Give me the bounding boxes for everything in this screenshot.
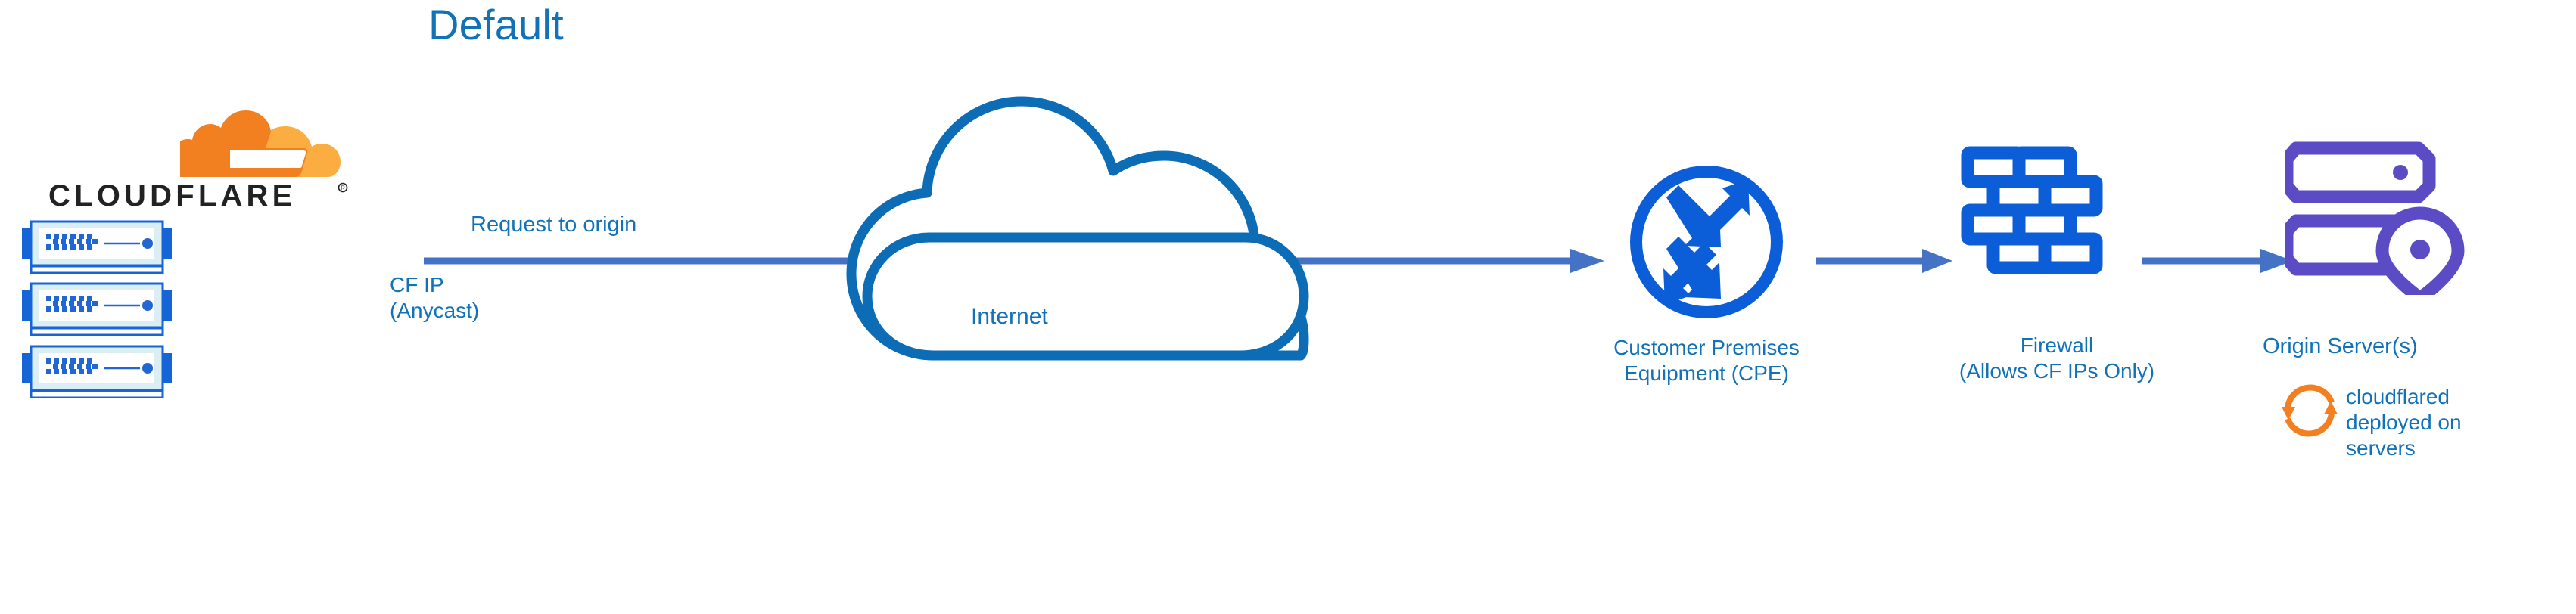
firewall-label: Firewall (Allows CF IPs Only) xyxy=(1898,333,2216,384)
cloudflare-cloud-icon xyxy=(180,110,341,177)
cpe-label: Customer Premises Equipment (CPE) xyxy=(1551,335,1862,386)
internet-label: Internet xyxy=(971,304,1048,329)
cloudflare-wordmark-text: CLOUDFLARE xyxy=(48,180,297,212)
origin-server-label: Origin Server(s) xyxy=(2263,334,2418,358)
cf-ip-line-1: CF IP xyxy=(390,273,444,296)
cf-ip-line-2: (Anycast) xyxy=(390,299,480,322)
arrow-cpe-to-firewall xyxy=(1816,249,1952,273)
arrow-firewall-to-origin xyxy=(2142,249,2293,273)
cpe-label-line-1: Customer Premises xyxy=(1613,336,1800,359)
router-icon xyxy=(1630,166,1783,318)
sync-arrows-icon xyxy=(2282,384,2338,437)
page-title: Default xyxy=(428,1,564,48)
cf-ip-label: CF IP (Anycast) xyxy=(390,272,479,324)
cf-server-unit xyxy=(22,345,172,398)
cloudflared-line-2: deployed on xyxy=(2346,411,2462,434)
cloudflared-line-3: servers xyxy=(2346,436,2416,460)
firewall-label-line-2: (Allows CF IPs Only) xyxy=(1958,359,2155,383)
cloudflared-line-1: cloudflared xyxy=(2346,385,2450,408)
firewall-label-line-1: Firewall xyxy=(2020,333,2094,357)
cf-server-unit xyxy=(22,282,172,336)
cloudflare-logo: CLOUDFLARE R xyxy=(45,98,356,216)
cpe-label-line-2: Equipment (CPE) xyxy=(1624,361,1789,385)
server-rack-pin-icon xyxy=(2285,141,2465,295)
cloudflare-wordmark: CLOUDFLARE R xyxy=(48,180,348,212)
cloud-icon xyxy=(846,96,1309,361)
request-to-origin-label: Request to origin xyxy=(471,212,637,237)
cf-server-unit xyxy=(22,220,172,274)
cloudflared-label: cloudflared deployed on servers xyxy=(2346,384,2462,461)
brick-wall-icon xyxy=(1961,146,2103,274)
registered-mark: R xyxy=(341,185,345,192)
